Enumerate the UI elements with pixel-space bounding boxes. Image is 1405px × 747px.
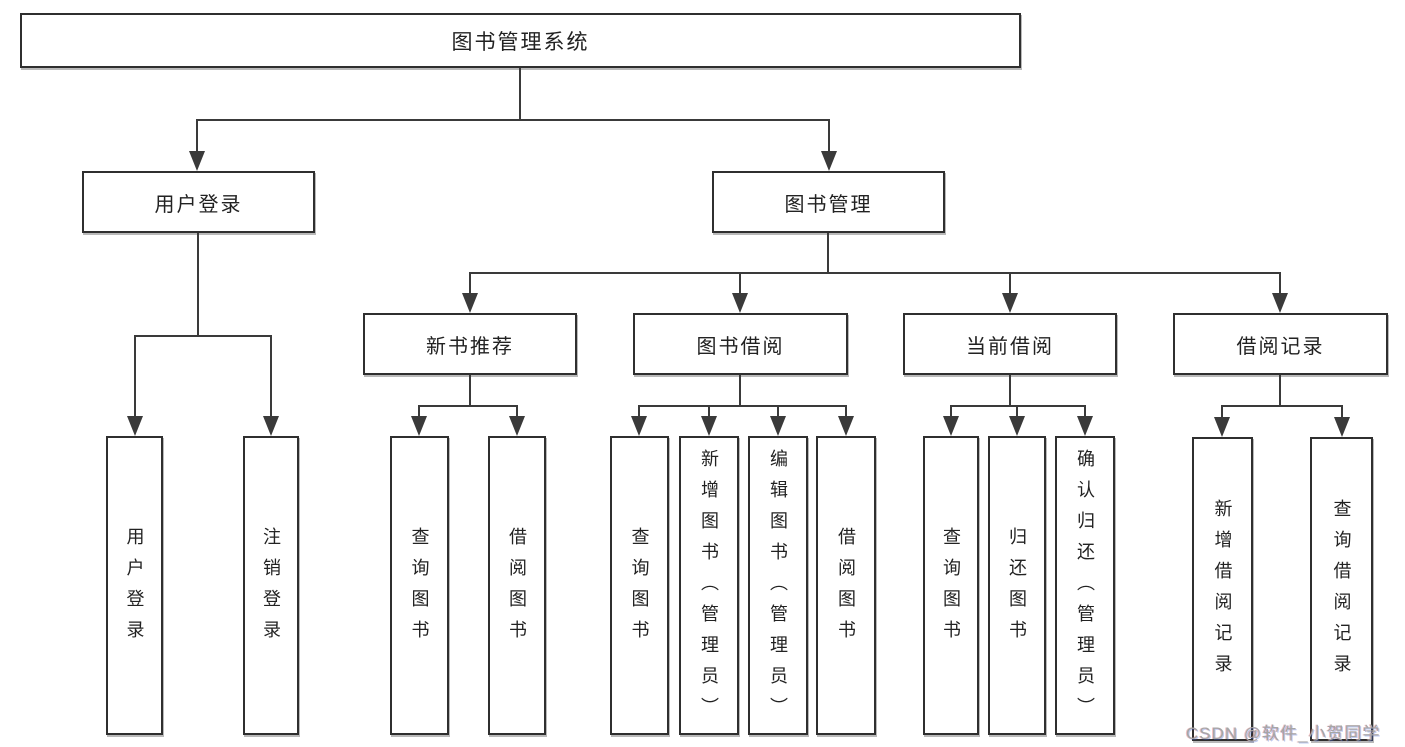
connector-arrow	[462, 272, 478, 313]
connector-line	[1009, 375, 1011, 406]
connector-arrow	[943, 405, 959, 436]
node-root-library-system: 图书管理系统	[20, 13, 1021, 68]
leaf-logout: 注销登录	[243, 436, 299, 735]
node-book-borrow: 图书借阅	[633, 313, 848, 375]
connector-arrow	[1077, 405, 1093, 436]
connector-line	[197, 233, 199, 336]
connector-line	[1279, 375, 1281, 406]
node-user-login: 用户登录	[82, 171, 315, 233]
connector-line	[950, 405, 1086, 407]
connector-line	[827, 233, 829, 273]
leaf-user-login: 用户登录	[106, 436, 163, 735]
connector-line	[1221, 405, 1343, 407]
leaf-borrow-books-recommend: 借阅图书	[488, 436, 546, 735]
node-current-borrow: 当前借阅	[903, 313, 1117, 375]
leaf-add-borrow-record: 新增借阅记录	[1192, 437, 1253, 741]
connector-line	[469, 272, 1281, 274]
connector-arrow	[1214, 405, 1230, 437]
connector-line	[418, 405, 518, 407]
connector-arrow	[631, 405, 647, 436]
connector-arrow	[770, 405, 786, 436]
connector-arrow	[127, 335, 143, 436]
connector-arrow	[411, 405, 427, 436]
connector-arrow	[821, 119, 837, 171]
connector-line	[519, 68, 521, 120]
connector-arrow	[1334, 405, 1350, 437]
leaf-borrow-books: 借阅图书	[816, 436, 876, 735]
leaf-query-books-borrow: 查询图书	[610, 436, 669, 735]
watermark: CSDN @软件_小贺同学	[1186, 724, 1381, 743]
leaf-query-books-recommend: 查询图书	[390, 436, 449, 735]
connector-line	[638, 405, 847, 407]
connector-arrow	[263, 335, 279, 436]
connector-arrow	[701, 405, 717, 436]
connector-arrow	[1009, 405, 1025, 436]
connector-arrow	[509, 405, 525, 436]
node-borrow-records: 借阅记录	[1173, 313, 1388, 375]
leaf-confirm-return-admin: 确认归还（管理员）	[1055, 436, 1115, 735]
connector-arrow	[838, 405, 854, 436]
leaf-return-books: 归还图书	[988, 436, 1046, 735]
connector-line	[134, 335, 272, 337]
leaf-edit-books-admin: 编辑图书（管理员）	[748, 436, 808, 735]
leaf-query-borrow-record: 查询借阅记录	[1310, 437, 1373, 741]
node-book-management: 图书管理	[712, 171, 945, 233]
node-new-book-recommend: 新书推荐	[363, 313, 577, 375]
connector-line	[739, 375, 741, 406]
connector-line	[469, 375, 471, 406]
connector-arrow	[189, 119, 205, 171]
leaf-query-books-current: 查询图书	[923, 436, 979, 735]
leaf-add-books-admin: 新增图书（管理员）	[679, 436, 739, 735]
connector-arrow	[1272, 272, 1288, 313]
connector-arrow	[1002, 272, 1018, 313]
connector-line	[196, 119, 830, 121]
connector-arrow	[732, 272, 748, 313]
